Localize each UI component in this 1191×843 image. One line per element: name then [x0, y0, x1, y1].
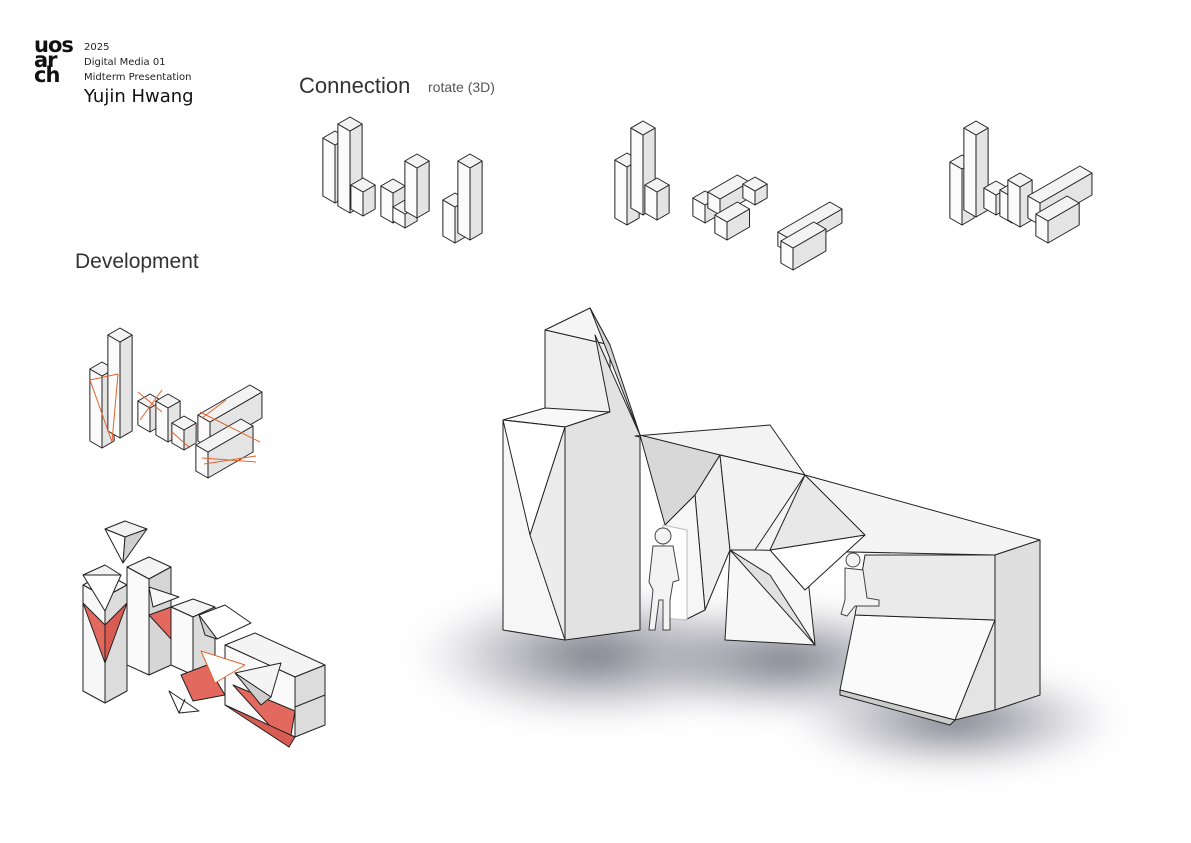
box-volume: [171, 415, 197, 451]
box-volume: [107, 327, 133, 439]
connection-diagram-1: [322, 116, 483, 244]
triangulation-line: [89, 379, 113, 443]
box-volume: [195, 418, 254, 479]
box-volume: [714, 201, 751, 241]
box-volume: [350, 177, 376, 217]
logo-line: ar: [34, 48, 58, 72]
development-diagram-triangulated: [89, 327, 263, 479]
pavilion-render: [405, 307, 1125, 775]
year: 2025: [84, 42, 110, 53]
connection-title: Connection: [299, 73, 411, 98]
logo-line: uos: [34, 33, 74, 57]
development-diagram-exploded: [82, 520, 326, 748]
university-logo: uos ar ch: [34, 33, 78, 87]
connection-diagram-2: [614, 120, 843, 271]
triangulation-line: [89, 373, 119, 381]
development-title: Development: [75, 250, 199, 273]
triangulation-line: [199, 411, 261, 443]
event-name: Midterm Presentation: [84, 72, 192, 83]
box-volume: [963, 120, 989, 218]
presentation-info: 2025 Digital Media 01 Midterm Presentati…: [84, 40, 194, 107]
box-volume: [630, 120, 656, 216]
triangulation-line: [137, 391, 163, 413]
connection-diagram-3: [949, 120, 1093, 244]
box-volume: [197, 384, 263, 449]
box-volume: [404, 153, 430, 219]
box-volume: [780, 221, 827, 271]
triangulation-line: [201, 399, 227, 419]
box-volume: [707, 174, 750, 216]
author-name: Yujin Hwang: [84, 86, 194, 107]
box-volume: [1035, 195, 1080, 244]
box-volume: [644, 177, 670, 221]
triangulation-line: [139, 389, 163, 421]
box-volume: [742, 176, 768, 206]
triangulation-line: [111, 373, 119, 443]
logo-line: ch: [34, 63, 60, 87]
box-volume: [457, 153, 483, 241]
connection-subtitle: rotate (3D): [428, 79, 495, 95]
triangulation-line: [171, 431, 191, 449]
course-name: Digital Media 01: [84, 57, 166, 68]
triangulation-line: [203, 455, 257, 465]
